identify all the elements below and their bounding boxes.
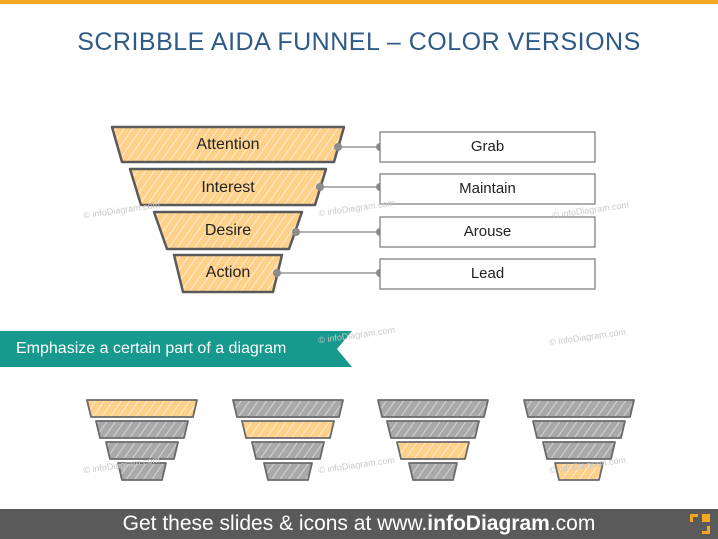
target-label-maintain: Maintain	[459, 180, 516, 197]
connector-attention	[334, 143, 384, 151]
mini-funnel-3-level-action	[408, 462, 458, 481]
mini-funnel-1-level-action	[117, 462, 167, 481]
mini-funnel-3-level-interest	[386, 420, 480, 439]
mini-funnel-4-level-desire	[542, 441, 616, 460]
footer-text[interactable]: Get these slides & icons at www.infoDiag…	[0, 509, 718, 539]
footer-bar: Get these slides & icons at www.infoDiag…	[0, 509, 718, 539]
mini-funnel-1-level-attention	[86, 399, 198, 418]
mini-funnel-2-level-interest	[241, 420, 335, 439]
mini-funnel-3-level-attention	[377, 399, 489, 418]
footer-suffix: .com	[549, 512, 596, 535]
mini-funnel-2-level-attention	[232, 399, 344, 418]
funnel-label-attention: Attention	[196, 136, 260, 153]
target-box-maintain	[379, 173, 596, 205]
target-label-grab: Grab	[470, 138, 505, 155]
banner-text: Emphasize a certain part of a diagram	[16, 340, 287, 357]
footer-brand: infoDiagram	[427, 512, 550, 535]
mini-funnel-1-level-desire	[105, 441, 179, 460]
target-box-lead	[379, 258, 596, 290]
funnel-level-attention	[110, 125, 346, 164]
target-box-arouse	[379, 216, 596, 248]
mini-funnel-2-level-desire	[251, 441, 325, 460]
funnel-label-action: Action	[205, 264, 251, 281]
connector-desire	[292, 228, 384, 236]
funnel-level-action	[172, 253, 284, 294]
page-title: SCRIBBLE AIDA FUNNEL – COLOR VERSIONS	[77, 28, 641, 56]
funnel-label-desire: Desire	[204, 222, 252, 239]
mini-funnel-2-level-action	[263, 462, 313, 481]
mini-funnel-4-level-attention	[523, 399, 635, 418]
funnel-level-interest	[128, 167, 328, 207]
mini-funnel-variants	[86, 399, 635, 481]
target-label-lead: Lead	[470, 265, 505, 282]
mini-funnel-3-level-desire	[396, 441, 470, 460]
funnel-label-interest: Interest	[201, 179, 255, 196]
target-box-grab	[379, 131, 596, 163]
connector-action	[273, 269, 384, 277]
funnel-level-desire	[152, 210, 304, 251]
emphasis-banner	[0, 331, 352, 367]
mini-funnel-4-level-interest	[532, 420, 626, 439]
connector-interest	[316, 183, 384, 191]
target-label-arouse: Arouse	[463, 223, 512, 240]
infodiagram-logo-icon	[690, 514, 710, 534]
mini-funnel-4-level-action	[554, 462, 604, 481]
footer-prefix: Get these slides & icons at www.	[122, 512, 428, 535]
top-accent-bar	[0, 0, 718, 4]
mini-funnel-1-level-interest	[95, 420, 189, 439]
